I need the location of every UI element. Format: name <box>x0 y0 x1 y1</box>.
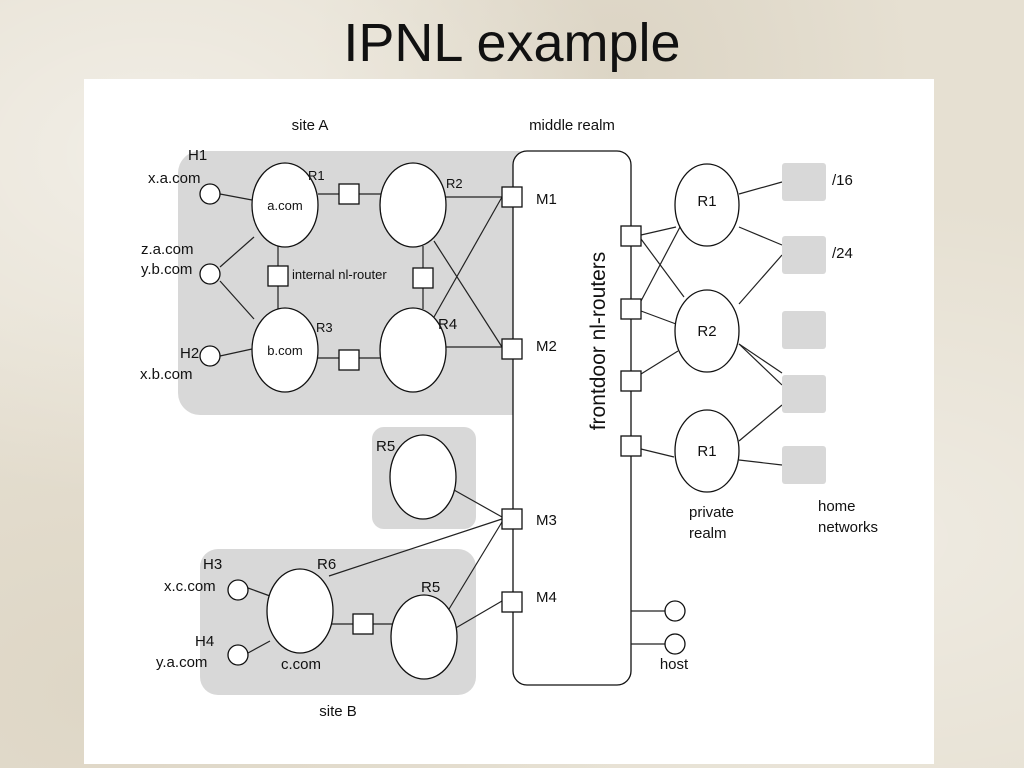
private-r2-label: R2 <box>697 323 716 340</box>
private-realm-line2: realm <box>689 525 727 542</box>
home-network-4 <box>782 375 826 413</box>
router-r2 <box>379 162 447 248</box>
ipnl-diagram: site A middle realm site B frontdoor nl-… <box>140 117 878 720</box>
home-network-24 <box>782 236 826 274</box>
nl-router-site-b <box>352 613 374 635</box>
b-com-label: b.com <box>267 343 302 358</box>
frontdoor-router-2 <box>620 298 642 320</box>
h3-label: H3 <box>203 556 222 573</box>
router-r1-private-top <box>674 163 740 247</box>
private-r1-bottom-label: R1 <box>697 443 716 460</box>
r2-label: R2 <box>446 176 463 191</box>
r6-label: R6 <box>317 556 336 573</box>
router-r5-lower <box>390 594 458 680</box>
site-b-label: site B <box>319 703 357 720</box>
host-upper <box>664 600 686 622</box>
h4-label: H4 <box>195 633 214 650</box>
h2-address: x.b.com <box>140 366 193 383</box>
internal-nl-router-label: internal nl-router <box>292 267 387 282</box>
network-16-label: /16 <box>832 172 853 189</box>
home-network-5 <box>782 446 826 484</box>
router-r5-upper <box>389 434 457 520</box>
home-networks-line1: home <box>818 498 856 515</box>
host-h3 <box>227 579 249 601</box>
middle-router-m3 <box>501 508 523 530</box>
a-com-label: a.com <box>267 198 302 213</box>
y-b-com-label: y.b.com <box>141 261 192 278</box>
diagram-panel: site A middle realm site B frontdoor nl-… <box>84 79 934 764</box>
z-a-com-label: z.a.com <box>141 241 194 258</box>
home-network-3 <box>782 311 826 349</box>
internal-nl-router-left <box>267 265 289 287</box>
frontdoor-router-1 <box>620 225 642 247</box>
host-h2 <box>199 345 221 367</box>
r5-upper-label: R5 <box>376 438 395 455</box>
nl-router-r3-r4 <box>338 349 360 371</box>
c-com-label: c.com <box>281 656 321 673</box>
home-networks-line2: networks <box>818 519 878 536</box>
h4-address: y.a.com <box>156 654 207 671</box>
frontdoor-router-3 <box>620 370 642 392</box>
private-r1-top-label: R1 <box>697 193 716 210</box>
router-r3-b-com <box>251 307 319 393</box>
router-r4 <box>379 307 447 393</box>
h3-address: x.c.com <box>164 578 216 595</box>
slide-title: IPNL example <box>343 13 681 73</box>
host-h4 <box>227 644 249 666</box>
middle-router-m2 <box>501 338 523 360</box>
m2-label: M2 <box>536 338 557 355</box>
middle-realm-label: middle realm <box>529 117 615 134</box>
router-r6-c-com <box>266 568 334 654</box>
host-lower <box>664 633 686 655</box>
router-r2-private <box>674 289 740 373</box>
r4-label: R4 <box>438 316 457 333</box>
middle-router-m1 <box>501 186 523 208</box>
internal-nl-router-right <box>412 267 434 289</box>
r5-lower-label: R5 <box>421 579 440 596</box>
network-24-label: /24 <box>832 245 853 262</box>
nl-router-r1-r2 <box>338 183 360 205</box>
home-network-16 <box>782 163 826 201</box>
m4-label: M4 <box>536 589 557 606</box>
host-h1 <box>199 183 221 205</box>
host-label: host <box>660 656 689 673</box>
site-a-label: site A <box>292 117 329 134</box>
r3-label: R3 <box>316 320 333 335</box>
m3-label: M3 <box>536 512 557 529</box>
m1-label: M1 <box>536 191 557 208</box>
h1-address: x.a.com <box>148 170 201 187</box>
r1-label: R1 <box>308 168 325 183</box>
h2-label: H2 <box>180 345 199 362</box>
router-r1-private-bottom <box>674 409 740 493</box>
private-realm-line1: private <box>689 504 734 521</box>
middle-router-m4 <box>501 591 523 613</box>
h1-label: H1 <box>188 147 207 164</box>
frontdoor-label: frontdoor nl-routers <box>587 252 610 431</box>
router-r1-a-com <box>251 162 319 248</box>
middle-realm-box <box>512 150 632 686</box>
host-z-a-com <box>199 263 221 285</box>
frontdoor-router-4 <box>620 435 642 457</box>
